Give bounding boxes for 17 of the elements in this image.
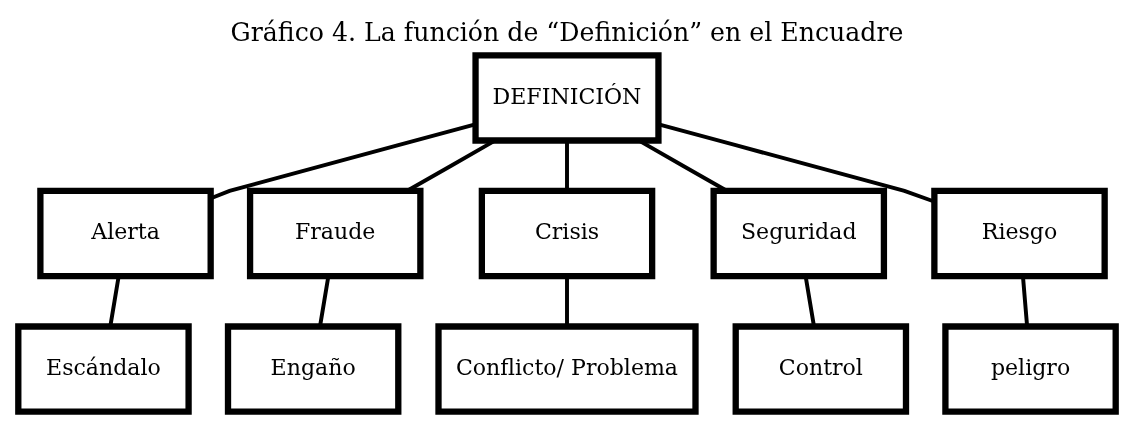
connector xyxy=(565,140,569,191)
connector xyxy=(658,122,935,204)
node-box: peligro xyxy=(942,323,1119,415)
node-box: Engaño xyxy=(224,323,402,415)
node-box: Fraude xyxy=(246,187,424,280)
node-box: Conflicto/ Problema xyxy=(435,323,699,415)
node-box: Crisis xyxy=(478,187,656,280)
node-box: Seguridad xyxy=(710,187,888,280)
node-box: Riesgo xyxy=(931,187,1108,280)
diagram-title: Gráfico 4. La función de “Definición” en el Encuadre xyxy=(230,17,904,47)
connector xyxy=(565,276,569,327)
connector xyxy=(210,122,476,201)
node-box: Escándalo xyxy=(15,323,192,415)
node-box: Control xyxy=(732,323,910,415)
node-box: DEFINICIÓN xyxy=(472,52,662,144)
node-box: Alerta xyxy=(37,187,214,280)
connector xyxy=(1021,276,1030,327)
